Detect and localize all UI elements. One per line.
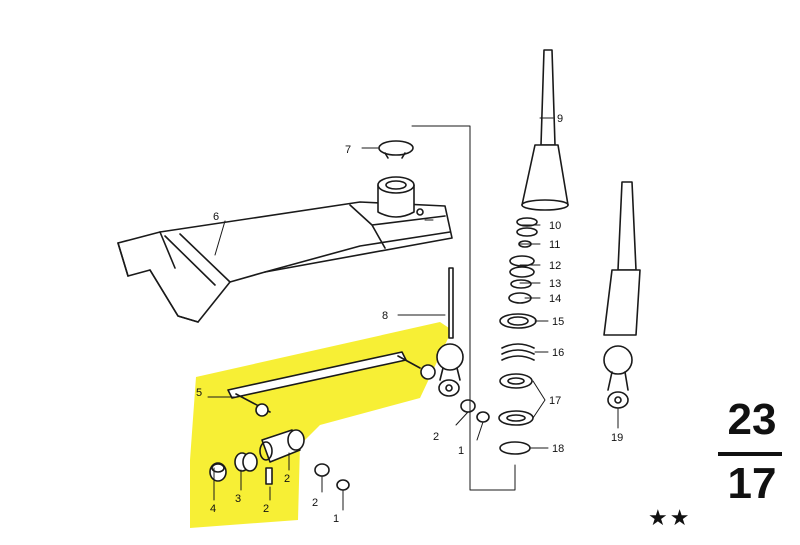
part-4-pin xyxy=(265,467,273,485)
callout-4: 2 xyxy=(263,503,269,515)
callout-8: 6 xyxy=(213,211,219,223)
stack-parts xyxy=(498,217,538,455)
part-3-bushing xyxy=(259,429,305,463)
callout-labels: 7 6 8 5 4 3 2 2 2 1 2 2 1 9 10 11 12 13 … xyxy=(196,113,623,525)
callout-2-right: 2 xyxy=(433,431,439,443)
callout-1-left: 1 xyxy=(333,513,339,525)
callout-13: 11 xyxy=(549,239,560,251)
part-9-circlip xyxy=(378,140,414,159)
part-6-cap xyxy=(209,462,227,482)
part-11-upper-lever xyxy=(521,49,569,211)
page-ref-minor: 17 xyxy=(727,459,777,508)
callout-16: 14 xyxy=(549,293,561,305)
callout-11: 9 xyxy=(557,113,563,125)
part-10-lower-lever xyxy=(436,267,464,397)
callout-14: 12 xyxy=(549,260,561,272)
highlight-region xyxy=(190,322,452,528)
part-21-lever-assembly xyxy=(603,181,641,409)
callout-9: 7 xyxy=(345,144,351,156)
callout-5: 3 xyxy=(235,493,241,505)
callout-6: 4 xyxy=(210,503,216,515)
callout-10: 8 xyxy=(382,310,388,322)
callout-15: 13 xyxy=(549,278,561,290)
part-8-console-bracket xyxy=(117,201,453,323)
callout-21: 19 xyxy=(611,432,623,444)
assembly-lines xyxy=(207,117,619,511)
callout-20: 18 xyxy=(552,443,564,455)
callout-2-lower-left: 2 xyxy=(312,497,318,509)
shift-cup-bushing xyxy=(377,176,415,218)
callout-18: 16 xyxy=(552,347,564,359)
callout-3: 2 xyxy=(284,473,290,485)
page-ref-divider xyxy=(718,452,782,456)
callout-12: 10 xyxy=(549,220,561,232)
callout-7: 5 xyxy=(196,387,202,399)
callout-19: 17 xyxy=(549,395,561,407)
callout-17: 15 xyxy=(552,316,564,328)
part-7-shift-rod xyxy=(227,351,436,417)
part-5-sleeve xyxy=(234,452,258,472)
rating-stars: ★★ xyxy=(648,506,692,531)
callout-1-right: 1 xyxy=(458,445,464,457)
page-ref-major: 23 xyxy=(727,395,777,444)
